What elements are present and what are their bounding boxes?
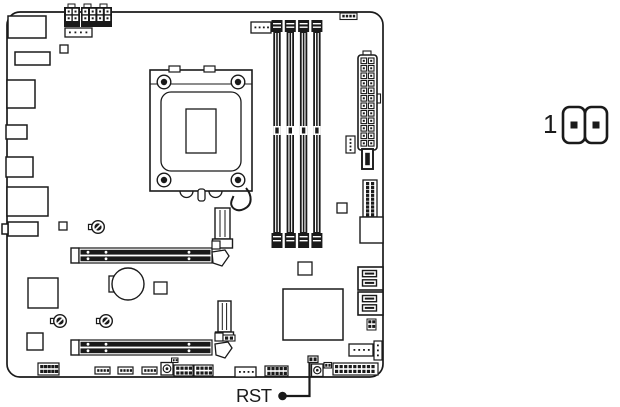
chip-outline	[336, 202, 348, 214]
io-port	[14, 51, 51, 66]
atx-power-connector	[357, 50, 382, 155]
cpu-fan-header	[64, 27, 93, 38]
chip-outline	[26, 332, 44, 351]
socket-screw	[156, 74, 246, 188]
sata-port-pair	[357, 291, 384, 316]
io-port	[6, 79, 36, 109]
rst-header	[307, 355, 319, 364]
front-panel-header	[332, 362, 379, 376]
cpu-power-connector	[64, 3, 112, 27]
cmos-battery	[108, 267, 145, 301]
chip-outline	[58, 221, 68, 231]
callout-dot	[278, 391, 287, 401]
buzzer	[160, 357, 179, 376]
io-port	[7, 15, 47, 39]
pin-header-2x5	[264, 365, 289, 377]
sata-port-pair	[357, 266, 384, 291]
io-port	[5, 156, 34, 178]
chip-outline	[153, 281, 168, 295]
pcie-slot-2	[70, 332, 233, 359]
rst-label: RST	[236, 385, 272, 406]
rst-callout: RST	[236, 362, 311, 406]
chipset	[282, 288, 344, 341]
pin-header-small	[339, 12, 358, 21]
callout-line	[282, 362, 311, 398]
jumper-pin-diagram: 1	[543, 105, 609, 145]
usb-header	[361, 148, 374, 170]
pin-header-2x4	[173, 364, 194, 377]
pin-1-label: 1	[543, 109, 557, 139]
chip-outline	[59, 44, 69, 54]
chip-outline	[297, 261, 313, 276]
pin-header-1x4	[117, 366, 134, 375]
io-port-tab	[1, 223, 9, 235]
io-port	[7, 221, 39, 237]
socket-lever	[230, 187, 252, 212]
pin-header-vertical	[345, 135, 356, 154]
pcie-slot-1	[70, 240, 230, 267]
pin-header-1x4	[94, 366, 111, 375]
fan-header	[234, 366, 257, 378]
pin-header-2col	[362, 179, 378, 218]
connector-block	[359, 216, 384, 244]
bottom-headers	[37, 340, 383, 378]
io-port	[5, 124, 28, 140]
speaker-header	[310, 361, 333, 378]
pin-header-1x4	[141, 366, 158, 375]
pin-header-2pin	[222, 334, 236, 342]
pin-1-dot	[570, 121, 578, 129]
pin-header-2x2	[366, 318, 377, 331]
cpu-socket	[149, 65, 253, 212]
pin-2-dot	[592, 121, 600, 129]
io-port	[6, 186, 49, 217]
fan-header	[348, 340, 383, 361]
rear-io-ports	[1, 15, 51, 237]
system-fan-header	[250, 21, 272, 34]
pin-header-2x4	[193, 364, 214, 377]
chip-outline	[27, 277, 59, 309]
pin-header-2x5	[37, 362, 60, 376]
